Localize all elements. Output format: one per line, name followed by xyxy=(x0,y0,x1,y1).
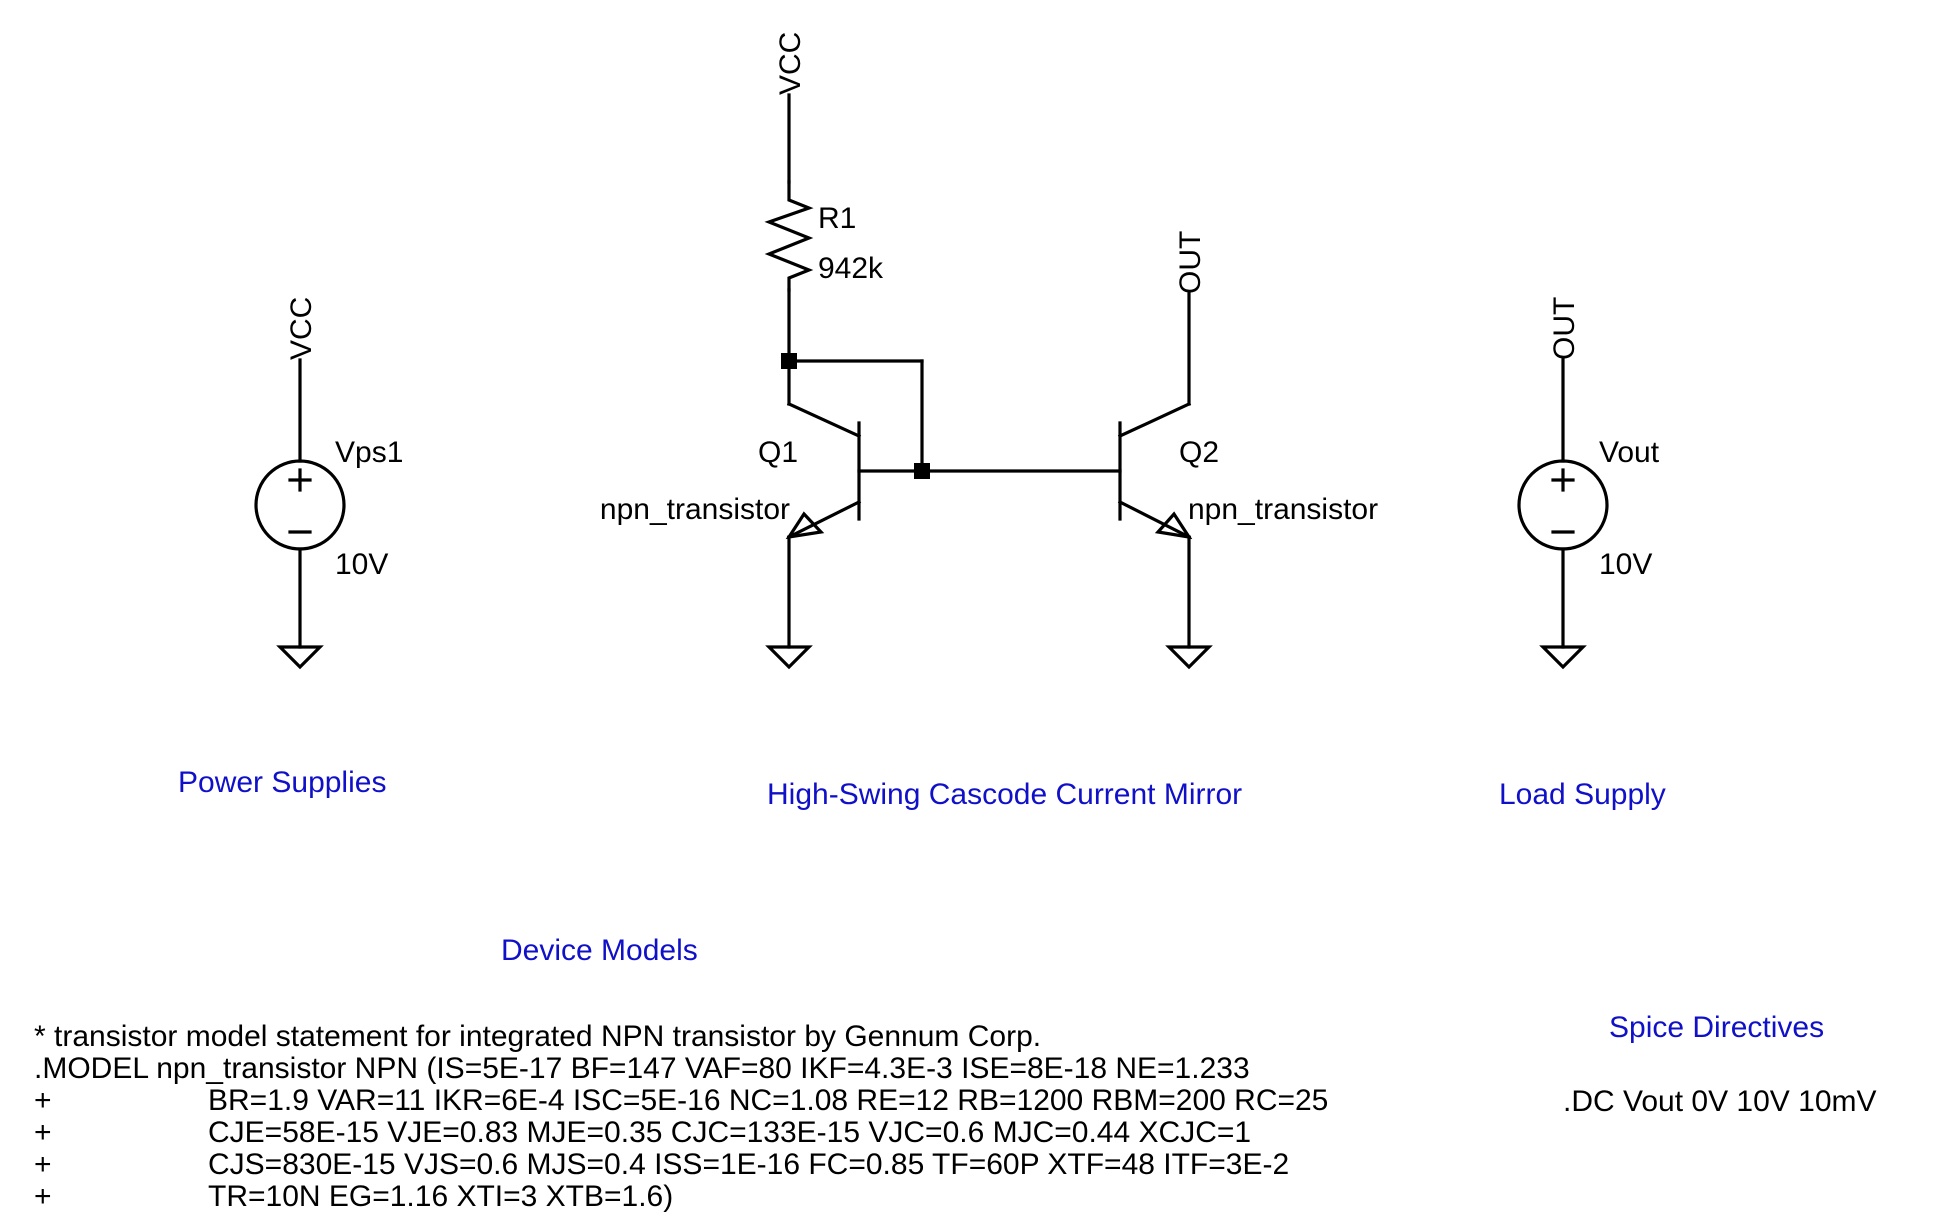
voltage-source-vps1[interactable] xyxy=(254,358,346,649)
vout-name-label: Vout xyxy=(1599,436,1660,469)
model-line: * transistor model statement for integra… xyxy=(34,1020,1041,1053)
model-line: TR=10N EG=1.16 XTI=3 XTB=1.6) xyxy=(208,1180,673,1213)
q2-model-label: npn_transistor xyxy=(1188,493,1378,526)
net-label-vcc-supply: VCC xyxy=(285,297,318,360)
model-line-prefix: + xyxy=(34,1116,52,1149)
transistor-q2[interactable] xyxy=(1117,292,1193,649)
net-label-out-q2: OUT xyxy=(1174,231,1207,294)
transistor-q1[interactable] xyxy=(785,421,924,649)
q2-name-label: Q2 xyxy=(1179,436,1219,469)
resistor-r1[interactable] xyxy=(764,180,814,292)
q1-name-label: Q1 xyxy=(758,436,798,469)
comment-current-mirror: High-Swing Cascode Current Mirror xyxy=(767,778,1242,811)
ground-vout xyxy=(1539,645,1587,670)
model-statement: * transistor model statement for integra… xyxy=(34,1020,1328,1213)
ground-q1 xyxy=(765,645,813,670)
model-line-prefix: + xyxy=(34,1084,52,1117)
model-line: CJS=830E-15 VJS=0.6 MJS=0.4 ISS=1E-16 FC… xyxy=(208,1148,1289,1181)
comment-power-supplies: Power Supplies xyxy=(178,766,386,799)
model-line-prefix: + xyxy=(34,1180,52,1213)
model-line: CJE=58E-15 VJE=0.83 MJE=0.35 CJC=133E-15… xyxy=(208,1116,1251,1149)
ground-vps1 xyxy=(276,645,324,670)
spice-directive-dc[interactable]: .DC Vout 0V 10V 10mV xyxy=(1563,1085,1877,1118)
q1-model-label: npn_transistor xyxy=(600,493,790,526)
r1-to-q1-collector-wire xyxy=(786,288,862,439)
model-line-prefix: + xyxy=(34,1148,52,1181)
comment-device-models: Device Models xyxy=(501,934,698,967)
r1-value-label: 942k xyxy=(818,252,884,285)
net-label-vcc-top: VCC xyxy=(774,32,807,95)
net-label-out-load: OUT xyxy=(1548,297,1581,360)
r1-name-label: R1 xyxy=(818,202,856,235)
comment-spice-directives: Spice Directives xyxy=(1609,1011,1824,1044)
vps1-name-label: Vps1 xyxy=(335,436,403,469)
diode-connect-wire xyxy=(787,359,924,473)
model-line: BR=1.9 VAR=11 IKR=6E-4 ISC=5E-16 NC=1.08… xyxy=(208,1084,1328,1117)
junction-r1-collector xyxy=(781,353,797,369)
comment-load-supply: Load Supply xyxy=(1499,778,1666,811)
vout-value-label: 10V xyxy=(1599,548,1652,581)
vps1-value-label: 10V xyxy=(335,548,388,581)
model-line: .MODEL npn_transistor NPN (IS=5E-17 BF=1… xyxy=(34,1052,1250,1085)
ground-q2 xyxy=(1165,645,1213,670)
voltage-source-vout[interactable] xyxy=(1517,358,1609,649)
